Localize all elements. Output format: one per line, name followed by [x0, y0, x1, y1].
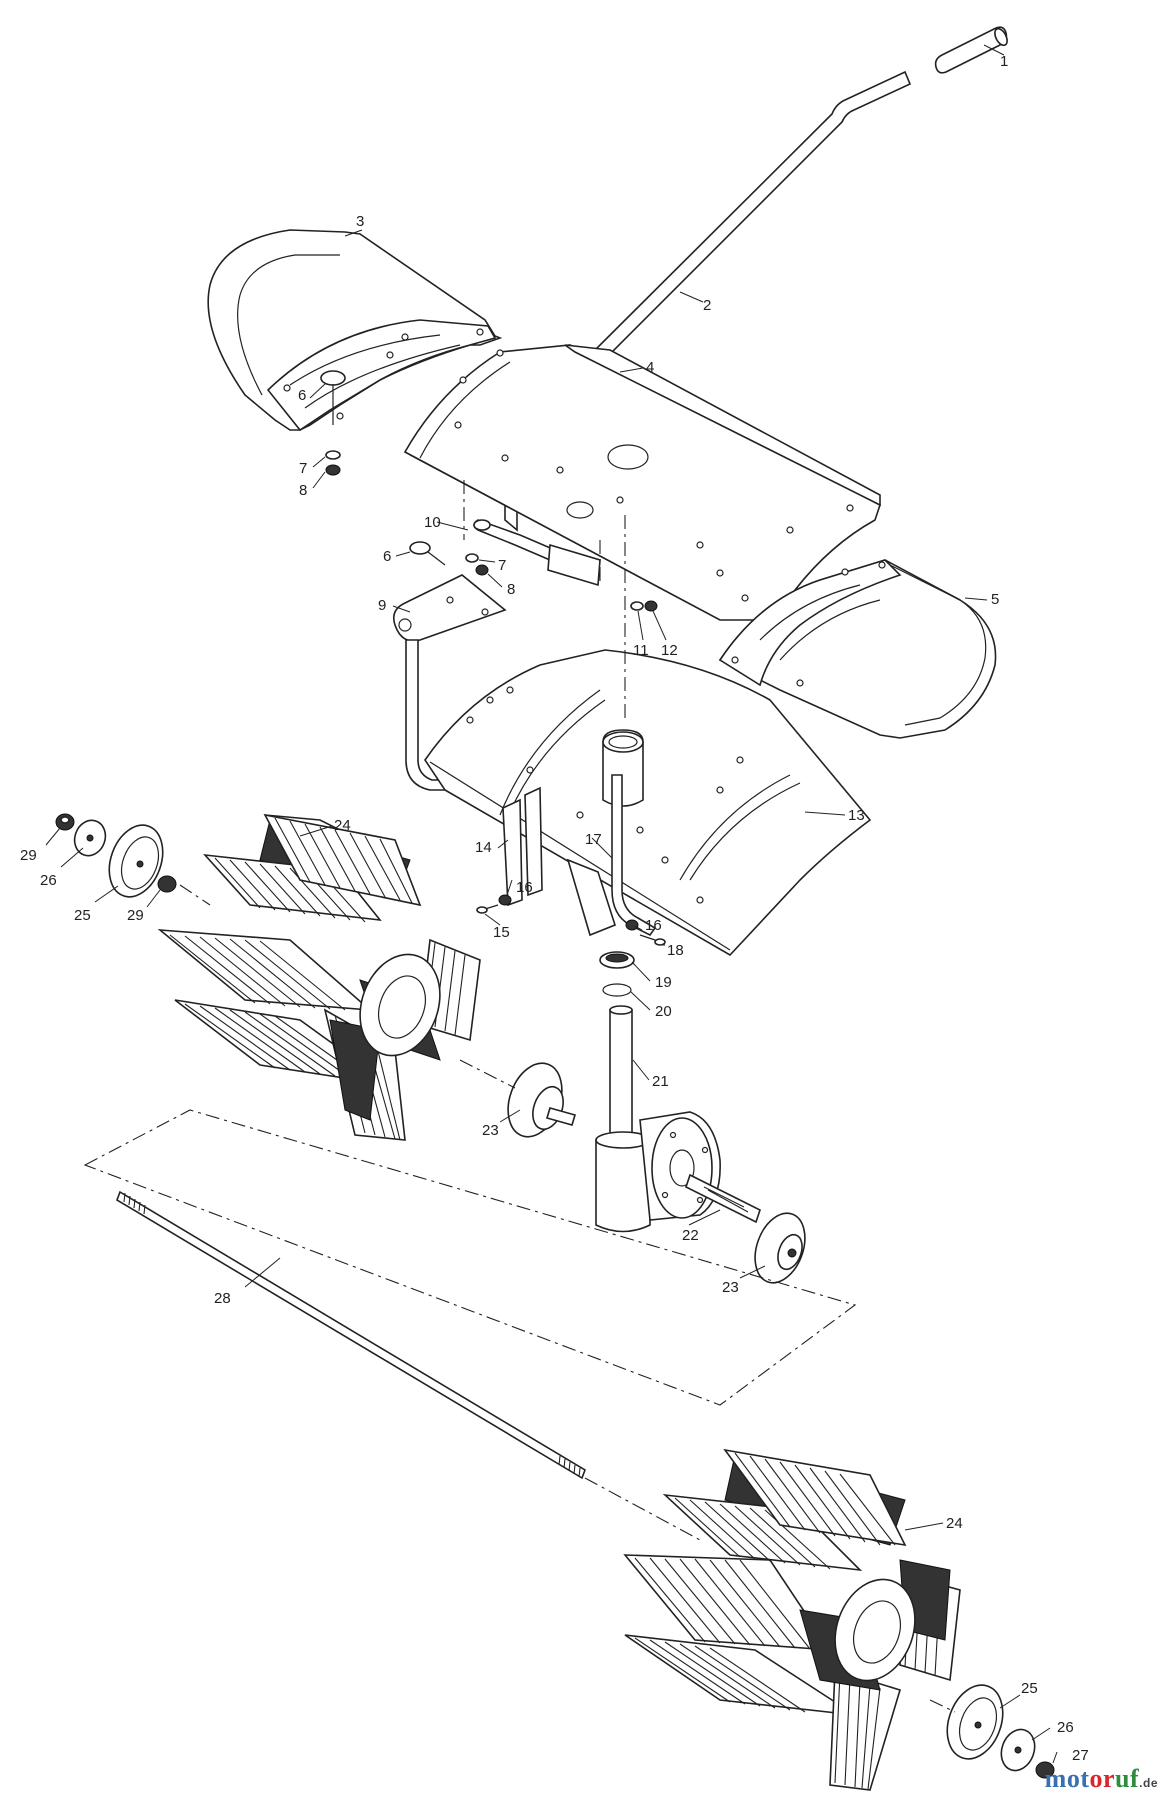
lever-17	[611, 774, 657, 937]
handle-grip	[934, 26, 1008, 74]
label-19: 19	[655, 974, 672, 991]
label-3: 3	[356, 213, 364, 230]
label-4: 4	[646, 359, 654, 376]
label-29b: 29	[127, 907, 144, 924]
label-26b: 26	[1057, 1719, 1074, 1736]
bolt-18	[639, 934, 666, 946]
label-7b: 7	[498, 557, 506, 574]
label-22: 22	[682, 1227, 699, 1244]
part-labels: 1 2 3 4 5 6 7 8 10 6 7 8 9 11 12 13 14 1…	[20, 53, 1089, 1764]
flange-23a	[507, 1062, 577, 1138]
flange-23b	[754, 1212, 806, 1284]
label-25a: 25	[74, 907, 91, 924]
bristle-block-7	[623, 1554, 832, 1651]
nut-8a	[325, 464, 341, 476]
watermark-logo: motoruf.de	[1045, 1764, 1158, 1794]
brush-hub-24a	[359, 953, 441, 1057]
bolt-15	[476, 904, 499, 914]
assembly-lines	[83, 480, 956, 1713]
axle-28	[116, 1190, 586, 1480]
handle-tube	[504, 70, 912, 532]
nut-29b	[157, 875, 177, 893]
bracket-14	[502, 786, 543, 907]
nut-12	[644, 600, 658, 612]
label-6b: 6	[383, 548, 391, 565]
knob-6b	[409, 541, 446, 566]
oring-20	[602, 983, 632, 997]
label-24a: 24	[334, 817, 351, 834]
label-10: 10	[424, 514, 441, 531]
label-29a: 29	[20, 847, 37, 864]
brush-24b	[623, 1448, 961, 1791]
label-16a: 16	[516, 879, 533, 896]
label-28: 28	[214, 1290, 231, 1307]
washer-11	[630, 601, 644, 611]
brush-24a	[157, 813, 481, 1141]
label-9: 9	[378, 597, 386, 614]
brush-housing	[424, 649, 872, 957]
label-12: 12	[661, 642, 678, 659]
hood-knob-6a	[320, 370, 346, 425]
end-cap-25a	[108, 824, 164, 898]
bristle-block-3	[263, 813, 422, 907]
shaft-21	[609, 1005, 633, 1151]
label-7a: 7	[299, 460, 307, 477]
label-24b: 24	[946, 1515, 963, 1532]
bristle-block-1	[157, 929, 373, 1011]
watermark-suffix: .de	[1139, 1776, 1158, 1790]
spindle-22	[685, 1173, 761, 1224]
label-18: 18	[667, 942, 684, 959]
label-25b: 25	[1021, 1680, 1038, 1697]
label-16b: 16	[645, 917, 662, 934]
label-8a: 8	[299, 482, 307, 499]
label-21: 21	[652, 1073, 669, 1090]
label-23b: 23	[722, 1279, 739, 1296]
nut-8b	[475, 564, 489, 576]
nut-27	[1035, 1761, 1055, 1779]
left-hood	[207, 229, 503, 432]
label-1: 1	[1000, 53, 1008, 70]
label-6a: 6	[298, 387, 306, 404]
washer-7a	[325, 450, 341, 460]
label-8b: 8	[507, 581, 515, 598]
label-13: 13	[848, 807, 865, 824]
right-hood	[718, 559, 997, 739]
gear-yoke	[566, 858, 616, 937]
watermark-part-2: or	[1089, 1764, 1116, 1793]
washer-7b	[465, 553, 479, 563]
washer-26b	[1000, 1728, 1036, 1772]
watermark-part-1: mot	[1044, 1764, 1090, 1793]
bearing-19	[599, 951, 635, 969]
main-hood	[403, 344, 881, 621]
brush-hub-24b	[834, 1578, 916, 1682]
washer-26a	[73, 819, 107, 857]
label-15: 15	[493, 924, 510, 941]
label-11: 11	[633, 642, 649, 659]
nut-29a	[55, 813, 75, 831]
bracket-plate	[547, 543, 601, 587]
leader-lines	[45, 44, 1058, 1764]
label-5: 5	[991, 591, 999, 608]
watermark-part-3: uf	[1115, 1764, 1140, 1793]
label-20: 20	[655, 1003, 672, 1020]
washer-16a	[498, 894, 512, 906]
label-2: 2	[703, 297, 711, 314]
label-27: 27	[1072, 1747, 1089, 1764]
label-23a: 23	[482, 1122, 499, 1139]
label-26a: 26	[40, 872, 57, 889]
washer-16b	[625, 919, 639, 931]
label-14: 14	[475, 839, 492, 856]
label-17: 17	[585, 831, 602, 848]
bristle-block-8	[662, 1493, 863, 1572]
end-cap-25b	[946, 1684, 1004, 1760]
bristle-block-9	[723, 1448, 907, 1547]
